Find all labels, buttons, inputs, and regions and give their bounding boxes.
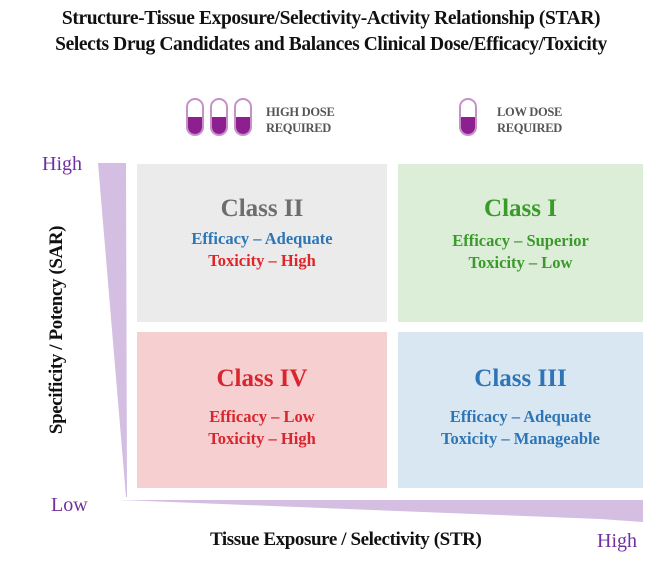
x-axis-high-label: High [597, 530, 637, 552]
quadrant-efficacy: Efficacy – Low [209, 407, 315, 426]
capsule-icon [186, 98, 204, 136]
quadrant-class-ii: Class II Efficacy – Adequate Toxicity – … [137, 164, 387, 322]
quadrant-toxicity: Toxicity – High [208, 429, 316, 448]
capsule-icon [234, 98, 252, 136]
quadrant-class-iii: Class III Efficacy – Adequate Toxicity –… [398, 332, 643, 488]
quadrant-title: Class IV [216, 365, 308, 392]
quadrant-title: Class II [220, 195, 304, 222]
x-axis-title: Tissue Exposure / Selectivity (STR) [210, 529, 482, 550]
quadrant-toxicity: Toxicity – Manageable [441, 429, 600, 448]
quadrant-class-i: Class I Efficacy – Superior Toxicity – L… [398, 164, 643, 322]
low-dose-label-line-1: LOW DOSE [497, 105, 563, 119]
y-axis-wedge [98, 163, 127, 497]
x-axis-wedge [120, 500, 643, 522]
low-dose-label: LOW DOSE REQUIRED [497, 104, 562, 136]
quadrant-title: Class III [474, 365, 567, 392]
quadrant-efficacy: Efficacy – Superior [452, 231, 589, 250]
y-axis-low-label: Low [51, 494, 88, 516]
y-axis-high-label: High [42, 153, 82, 175]
high-dose-label-line-2: REQUIRED [266, 121, 331, 135]
quadrant-efficacy: Efficacy – Adequate [191, 229, 333, 248]
quadrant-toxicity: Toxicity – High [208, 251, 316, 270]
capsule-icon [210, 98, 228, 136]
low-dose-label-line-2: REQUIRED [497, 121, 562, 135]
quadrant-title: Class I [484, 195, 557, 222]
title-line-2: Selects Drug Candidates and Balances Cli… [55, 34, 607, 55]
quadrant-class-iv: Class IV Efficacy – Low Toxicity – High [137, 332, 387, 488]
y-axis-title: Specificity / Potency (SAR) [46, 225, 67, 435]
capsule-icon [459, 98, 477, 136]
high-dose-label-line-1: HIGH DOSE [266, 105, 335, 119]
quadrant-toxicity: Toxicity – Low [468, 253, 573, 272]
quadrant-efficacy: Efficacy – Adequate [449, 407, 592, 426]
title-line-1: Structure-Tissue Exposure/Selectivity-Ac… [61, 8, 601, 29]
high-dose-label: HIGH DOSE REQUIRED [266, 104, 335, 136]
